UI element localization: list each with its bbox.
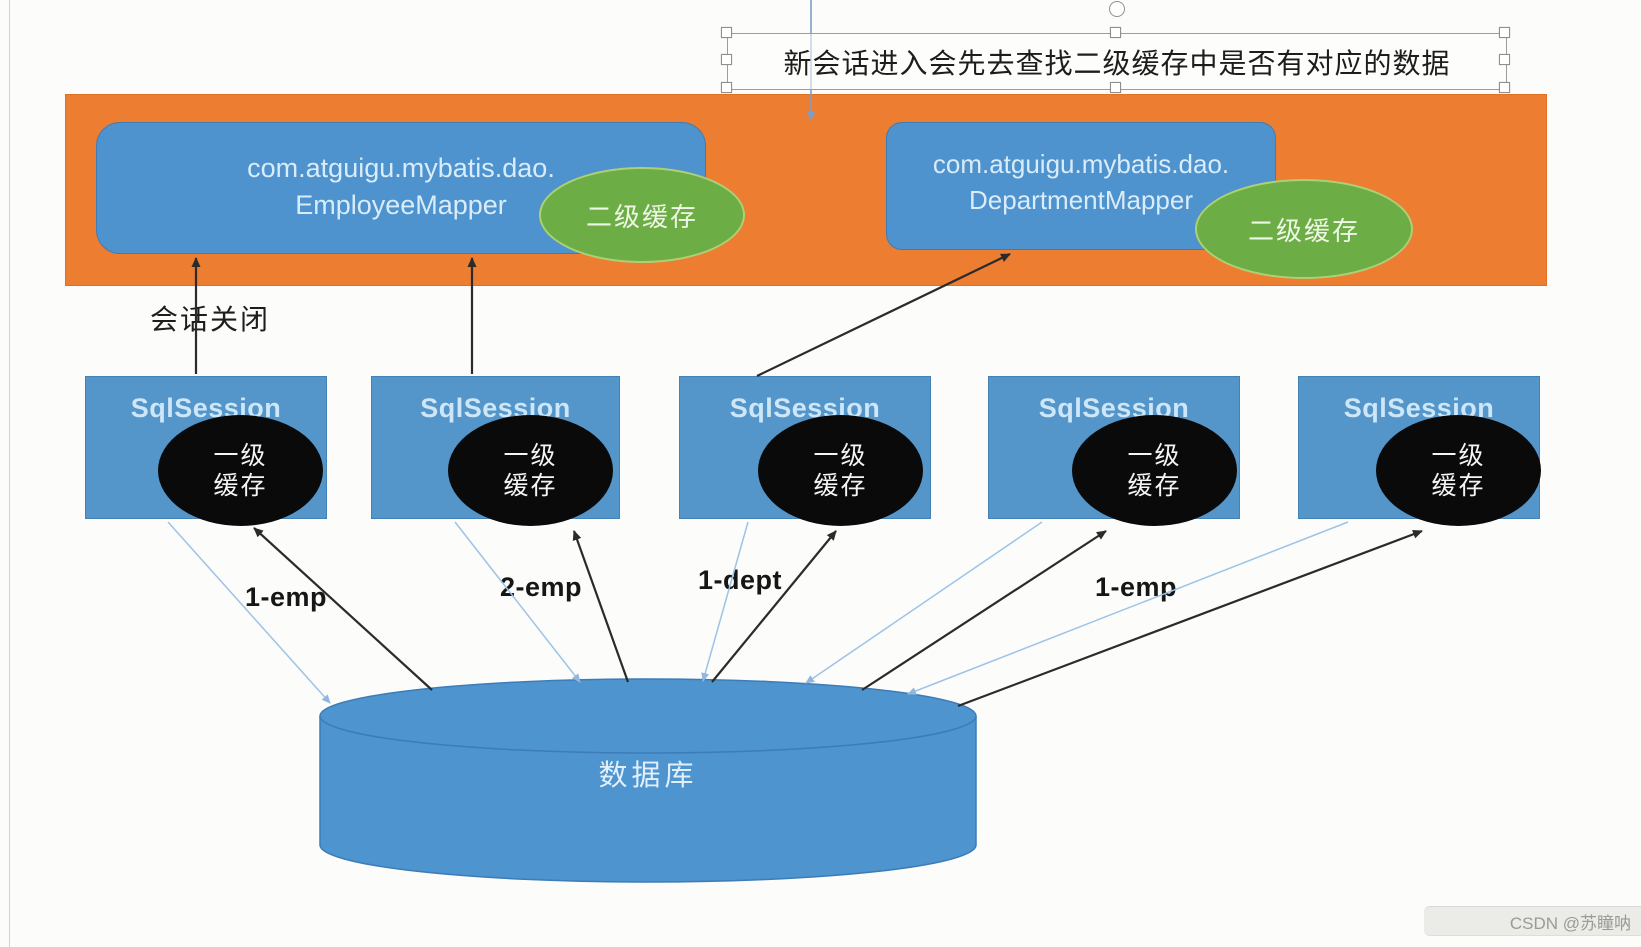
- sqlsession-label-5: SqlSession: [1343, 393, 1495, 423]
- annotation-textbox[interactable]: 新会话进入会先去查找二级缓存中是否有对应的数据: [727, 33, 1507, 90]
- watermark-text: CSDN @苏瞳呐: [1509, 913, 1631, 933]
- first-level-cache-4-line1: 一级: [1127, 441, 1182, 470]
- second-level-cache-badge-1-label: 二级缓存: [585, 201, 698, 232]
- resize-handle-mid-left[interactable]: [721, 54, 732, 65]
- resize-handle-bottom-left[interactable]: [721, 82, 732, 93]
- arrow-session4-to-db: [805, 521, 1043, 684]
- arrow-session5-to-db: [907, 521, 1349, 695]
- query-label-1-emp: 1-emp: [245, 582, 328, 612]
- watermark-band: CSDN @苏瞳呐: [1424, 906, 1641, 936]
- second-level-cache-badge-2: 二级缓存: [1195, 179, 1413, 279]
- first-level-cache-4-line2: 缓存: [1127, 471, 1182, 500]
- query-label-2-emp: 2-emp: [500, 572, 583, 602]
- first-level-cache-2: 一级 缓存: [448, 415, 613, 526]
- rotate-handle[interactable]: [1109, 1, 1125, 17]
- query-label-1-emp-2: 1-emp: [1095, 572, 1178, 602]
- employee-mapper-box: com.atguigu.mybatis.dao. EmployeeMapper: [96, 122, 706, 254]
- first-level-cache-1-line2: 缓存: [213, 471, 268, 500]
- first-level-cache-2-line2: 缓存: [503, 471, 558, 500]
- arrow-session3-to-db: [701, 521, 749, 682]
- first-level-cache-3-line2: 缓存: [813, 471, 868, 500]
- query-label-1-dept: 1-dept: [698, 565, 782, 595]
- first-level-cache-1-line1: 一级: [213, 441, 268, 470]
- employee-mapper-class: EmployeeMapper: [295, 190, 507, 221]
- session-closed-label: 会话关闭: [150, 304, 271, 335]
- department-mapper-namespace: com.atguigu.mybatis.dao.: [932, 149, 1230, 179]
- arrow-db-to-cache5: [957, 529, 1423, 708]
- arrow-db-to-cache4: [861, 530, 1107, 691]
- resize-handle-bottom-right[interactable]: [1499, 82, 1510, 93]
- first-level-cache-3: 一级 缓存: [758, 415, 923, 526]
- first-level-cache-2-line1: 一级: [503, 441, 558, 470]
- second-level-cache-badge-2-label: 二级缓存: [1247, 215, 1360, 246]
- annotation-text: 新会话进入会先去查找二级缓存中是否有对应的数据: [783, 47, 1451, 79]
- arrow-db-to-cache3: [711, 530, 837, 683]
- second-level-cache-badge-1: 二级缓存: [539, 167, 745, 263]
- department-mapper-class: DepartmentMapper: [969, 184, 1193, 215]
- resize-handle-bottom-center[interactable]: [1110, 82, 1121, 93]
- sqlsession-label-4: SqlSession: [1038, 393, 1190, 423]
- arrow-db-to-cache2: [572, 530, 630, 683]
- resize-handle-top-center[interactable]: [1110, 27, 1121, 38]
- first-level-cache-5: 一级 缓存: [1376, 415, 1541, 526]
- resize-handle-top-right[interactable]: [1499, 27, 1510, 38]
- frame-left-line: [9, 0, 10, 947]
- employee-mapper-namespace: com.atguigu.mybatis.dao.: [247, 153, 555, 183]
- first-level-cache-4: 一级 缓存: [1072, 415, 1237, 526]
- first-level-cache-3-line1: 一级: [813, 441, 868, 470]
- database-label: 数据库: [598, 760, 698, 792]
- resize-handle-mid-right[interactable]: [1499, 54, 1510, 65]
- first-level-cache-5-line2: 缓存: [1431, 471, 1486, 500]
- first-level-cache-5-line1: 一级: [1431, 441, 1486, 470]
- resize-handle-top-left[interactable]: [721, 27, 732, 38]
- first-level-cache-1: 一级 缓存: [158, 415, 323, 526]
